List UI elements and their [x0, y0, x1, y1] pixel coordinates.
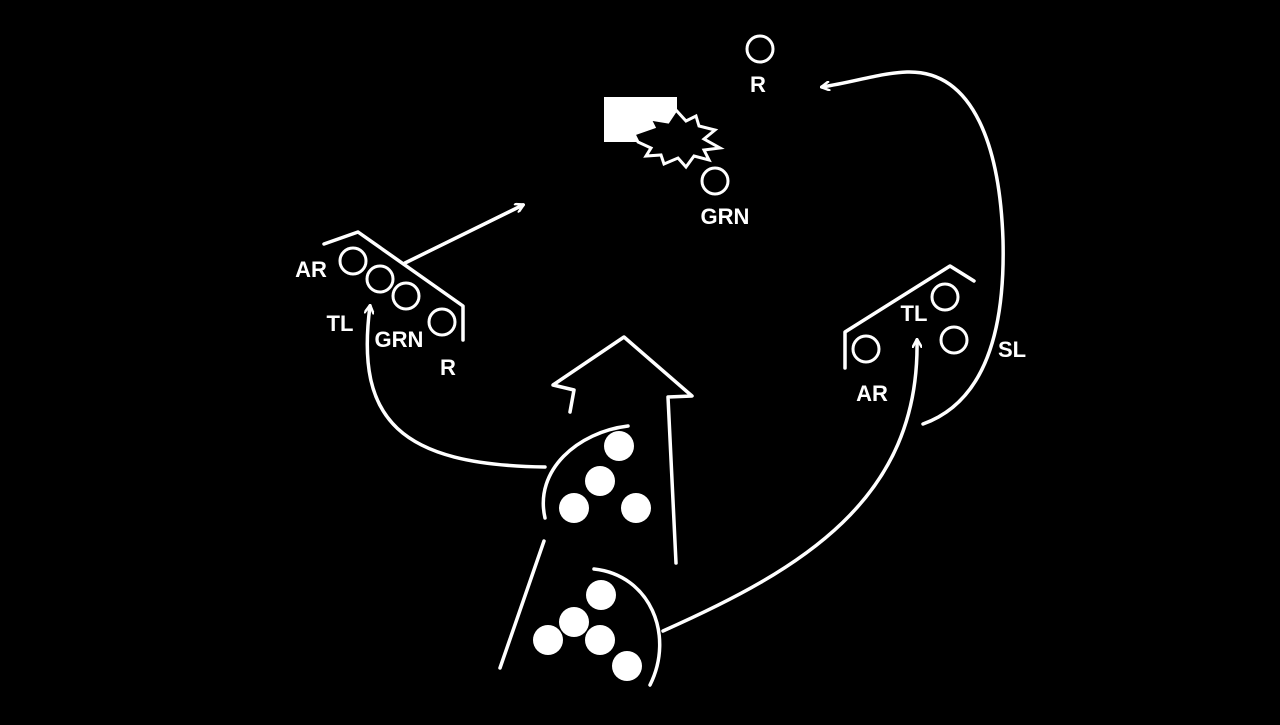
trail-lane-line: [498, 539, 546, 670]
assault-direction-arrow: [551, 335, 694, 565]
left-automatic-rifleman-label: AR: [295, 257, 327, 282]
left-rifleman-marker: [427, 307, 457, 337]
squad-leader-label: SL: [998, 337, 1026, 362]
left-team-leader-label: TL: [327, 311, 354, 336]
objective-grenadier-marker: [700, 166, 730, 196]
objective-area: R GRN: [604, 34, 775, 229]
lead-element: [541, 424, 651, 523]
left-grenadier-label: GRN: [375, 327, 424, 352]
trail-element: [498, 539, 662, 687]
right-team-movement-route: [661, 340, 917, 633]
left-team-movement-route: [367, 306, 547, 469]
lead-element-bracket: [541, 424, 630, 520]
left-team-leader-marker: [365, 264, 395, 294]
lead-soldier-4: [621, 493, 651, 523]
squad-leader-movement-route: [822, 70, 1005, 426]
trail-soldier-1: [586, 580, 616, 610]
right-fire-team: TL AR SL: [843, 264, 1026, 406]
lead-soldier-1: [604, 431, 634, 461]
right-team-leader-marker: [930, 282, 960, 312]
right-automatic-rifleman-marker: [851, 334, 881, 364]
trail-soldier-5: [612, 651, 642, 681]
objective-rifleman-label: R: [750, 72, 766, 97]
left-rifleman-label: R: [440, 355, 456, 380]
objective-grenadier-label: GRN: [701, 204, 750, 229]
left-team-cover-line: [322, 230, 465, 342]
lead-soldier-3: [559, 493, 589, 523]
right-team-cover-line: [843, 264, 976, 370]
left-grenadier-marker: [391, 281, 421, 311]
explosion-burst-icon: [631, 107, 725, 170]
lead-soldier-2: [585, 466, 615, 496]
trail-element-bracket: [592, 567, 662, 687]
right-rifleman-marker: [939, 325, 969, 355]
trail-soldier-3: [533, 625, 563, 655]
left-fire-direction-arrow: [403, 205, 523, 265]
trail-soldier-4: [585, 625, 615, 655]
right-team-leader-label: TL: [901, 301, 928, 326]
left-fire-team: AR TL GRN R: [295, 205, 523, 380]
objective-rifleman-marker: [745, 34, 775, 64]
trail-soldier-2: [559, 607, 589, 637]
right-automatic-rifleman-label: AR: [856, 381, 888, 406]
left-automatic-rifleman-marker: [338, 246, 368, 276]
